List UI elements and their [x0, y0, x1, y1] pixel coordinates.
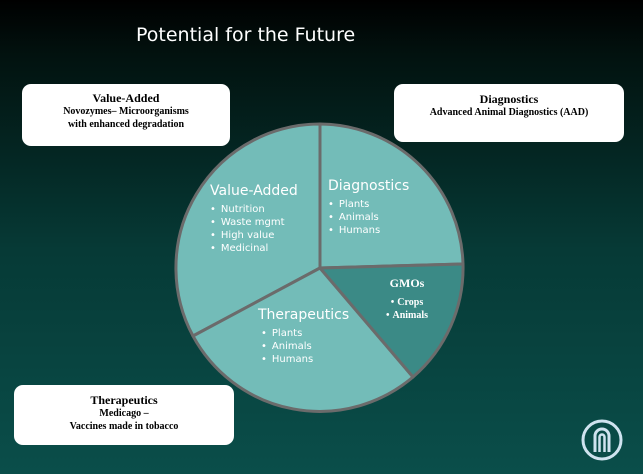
value-added-item: High value — [210, 229, 298, 242]
diagnostics-item: Plants — [328, 198, 409, 211]
slide-title: Potential for the Future — [136, 24, 356, 46]
gmos-item: Animals — [376, 309, 438, 322]
therapeutics-title: Therapeutics — [258, 307, 350, 323]
value-added-item: Waste mgmt — [210, 216, 298, 229]
gmos-item: Crops — [376, 296, 438, 309]
value-added-title: Value-Added — [210, 183, 298, 199]
callout-value-added: Value-Added Novozymes– Microorganisms wi… — [22, 84, 230, 146]
therapeutics-item: Animals — [261, 340, 349, 353]
callout-diagnostics-heading: Diagnostics — [479, 92, 539, 106]
callout-value-added-line1: Novozymes– Microorganisms — [63, 106, 189, 117]
callout-therapeutics-line2: Vaccines made in tobacco — [69, 421, 179, 432]
diagnostics-list: Plants Animals Humans — [328, 198, 409, 237]
diagnostics-title: Diagnostics — [328, 178, 410, 194]
university-seal-icon — [581, 419, 623, 461]
therapeutics-item: Plants — [261, 327, 349, 340]
pie-label-therapeutics: Therapeutics Plants Animals Humans — [258, 307, 349, 366]
callout-therapeutics-heading: Therapeutics — [90, 393, 158, 407]
callout-diagnostics-line1: Advanced Animal Diagnostics (AAD) — [429, 107, 589, 118]
callout-value-added-heading: Value-Added — [92, 91, 160, 105]
diagnostics-item: Animals — [328, 211, 409, 224]
callout-therapeutics: Therapeutics Medicago – Vaccines made in… — [14, 385, 234, 445]
callout-value-added-line2: with enhanced degradation — [67, 119, 185, 130]
value-added-item: Nutrition — [210, 203, 298, 216]
diagnostics-item: Humans — [328, 224, 409, 237]
callout-therapeutics-line1: Medicago – — [99, 408, 149, 419]
gmos-list: Crops Animals — [376, 296, 438, 322]
pie-label-diagnostics: Diagnostics Plants Animals Humans — [328, 178, 409, 237]
value-added-list: Nutrition Waste mgmt High value Medicina… — [210, 203, 298, 255]
value-added-item: Medicinal — [210, 242, 298, 255]
therapeutics-item: Humans — [261, 353, 349, 366]
callout-diagnostics: Diagnostics Advanced Animal Diagnostics … — [394, 84, 624, 142]
gmos-title: GMOs — [389, 276, 425, 290]
therapeutics-list: Plants Animals Humans — [261, 327, 349, 366]
pie-label-value-added: Value-Added Nutrition Waste mgmt High va… — [210, 183, 298, 255]
pie-label-gmos: GMOs Crops Animals — [376, 276, 438, 322]
